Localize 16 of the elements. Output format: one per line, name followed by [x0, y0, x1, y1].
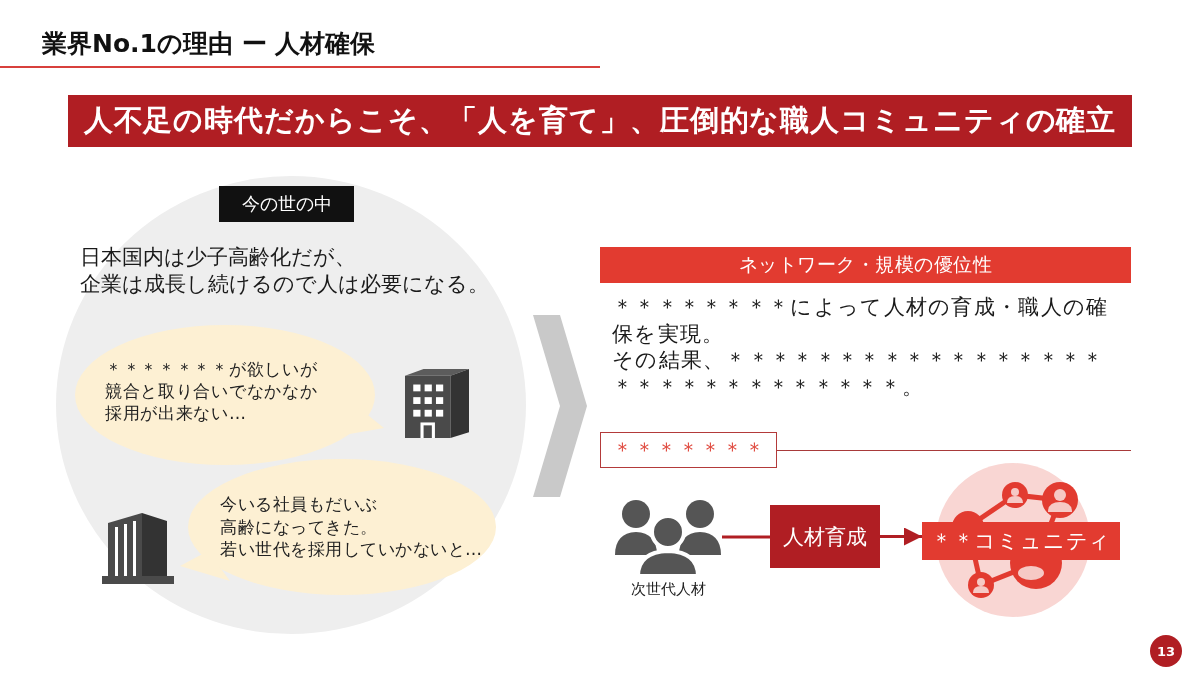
- section-band: ネットワーク・規模の優位性: [600, 247, 1131, 283]
- process-box: 人材育成: [770, 505, 880, 568]
- headline-banner: 人不足の時代だからこそ、「人を育て」、圧倒的な職人コミュニティの確立: [68, 95, 1132, 147]
- body-text: ＊＊＊＊＊＊＊＊によって人材の育成・職人の確保を実現。: [612, 294, 1109, 347]
- people-icon: [614, 497, 722, 577]
- chevron-arrow: [533, 315, 587, 497]
- body-text: その結果、＊＊＊＊＊＊＊＊＊＊＊＊＊＊＊＊＊＊＊＊＊＊＊＊＊＊＊＊＊＊。: [612, 347, 1105, 400]
- page-number-badge: 13: [1150, 635, 1182, 667]
- process-box: ＊＊コミュニティ: [922, 522, 1120, 560]
- body-text: 日本国内は少子高齢化だが、企業は成長し続けるので人は必要になる。: [80, 244, 489, 298]
- arrow: [880, 527, 922, 546]
- icon-caption: 次世代人材: [629, 580, 707, 599]
- outlined-label: ＊＊＊＊＊＊＊: [600, 432, 777, 468]
- slide-title: 業界No.1の理由 ー 人材確保: [42, 28, 376, 60]
- heading-label: 今の世の中: [219, 186, 354, 222]
- connector-line: [722, 535, 770, 539]
